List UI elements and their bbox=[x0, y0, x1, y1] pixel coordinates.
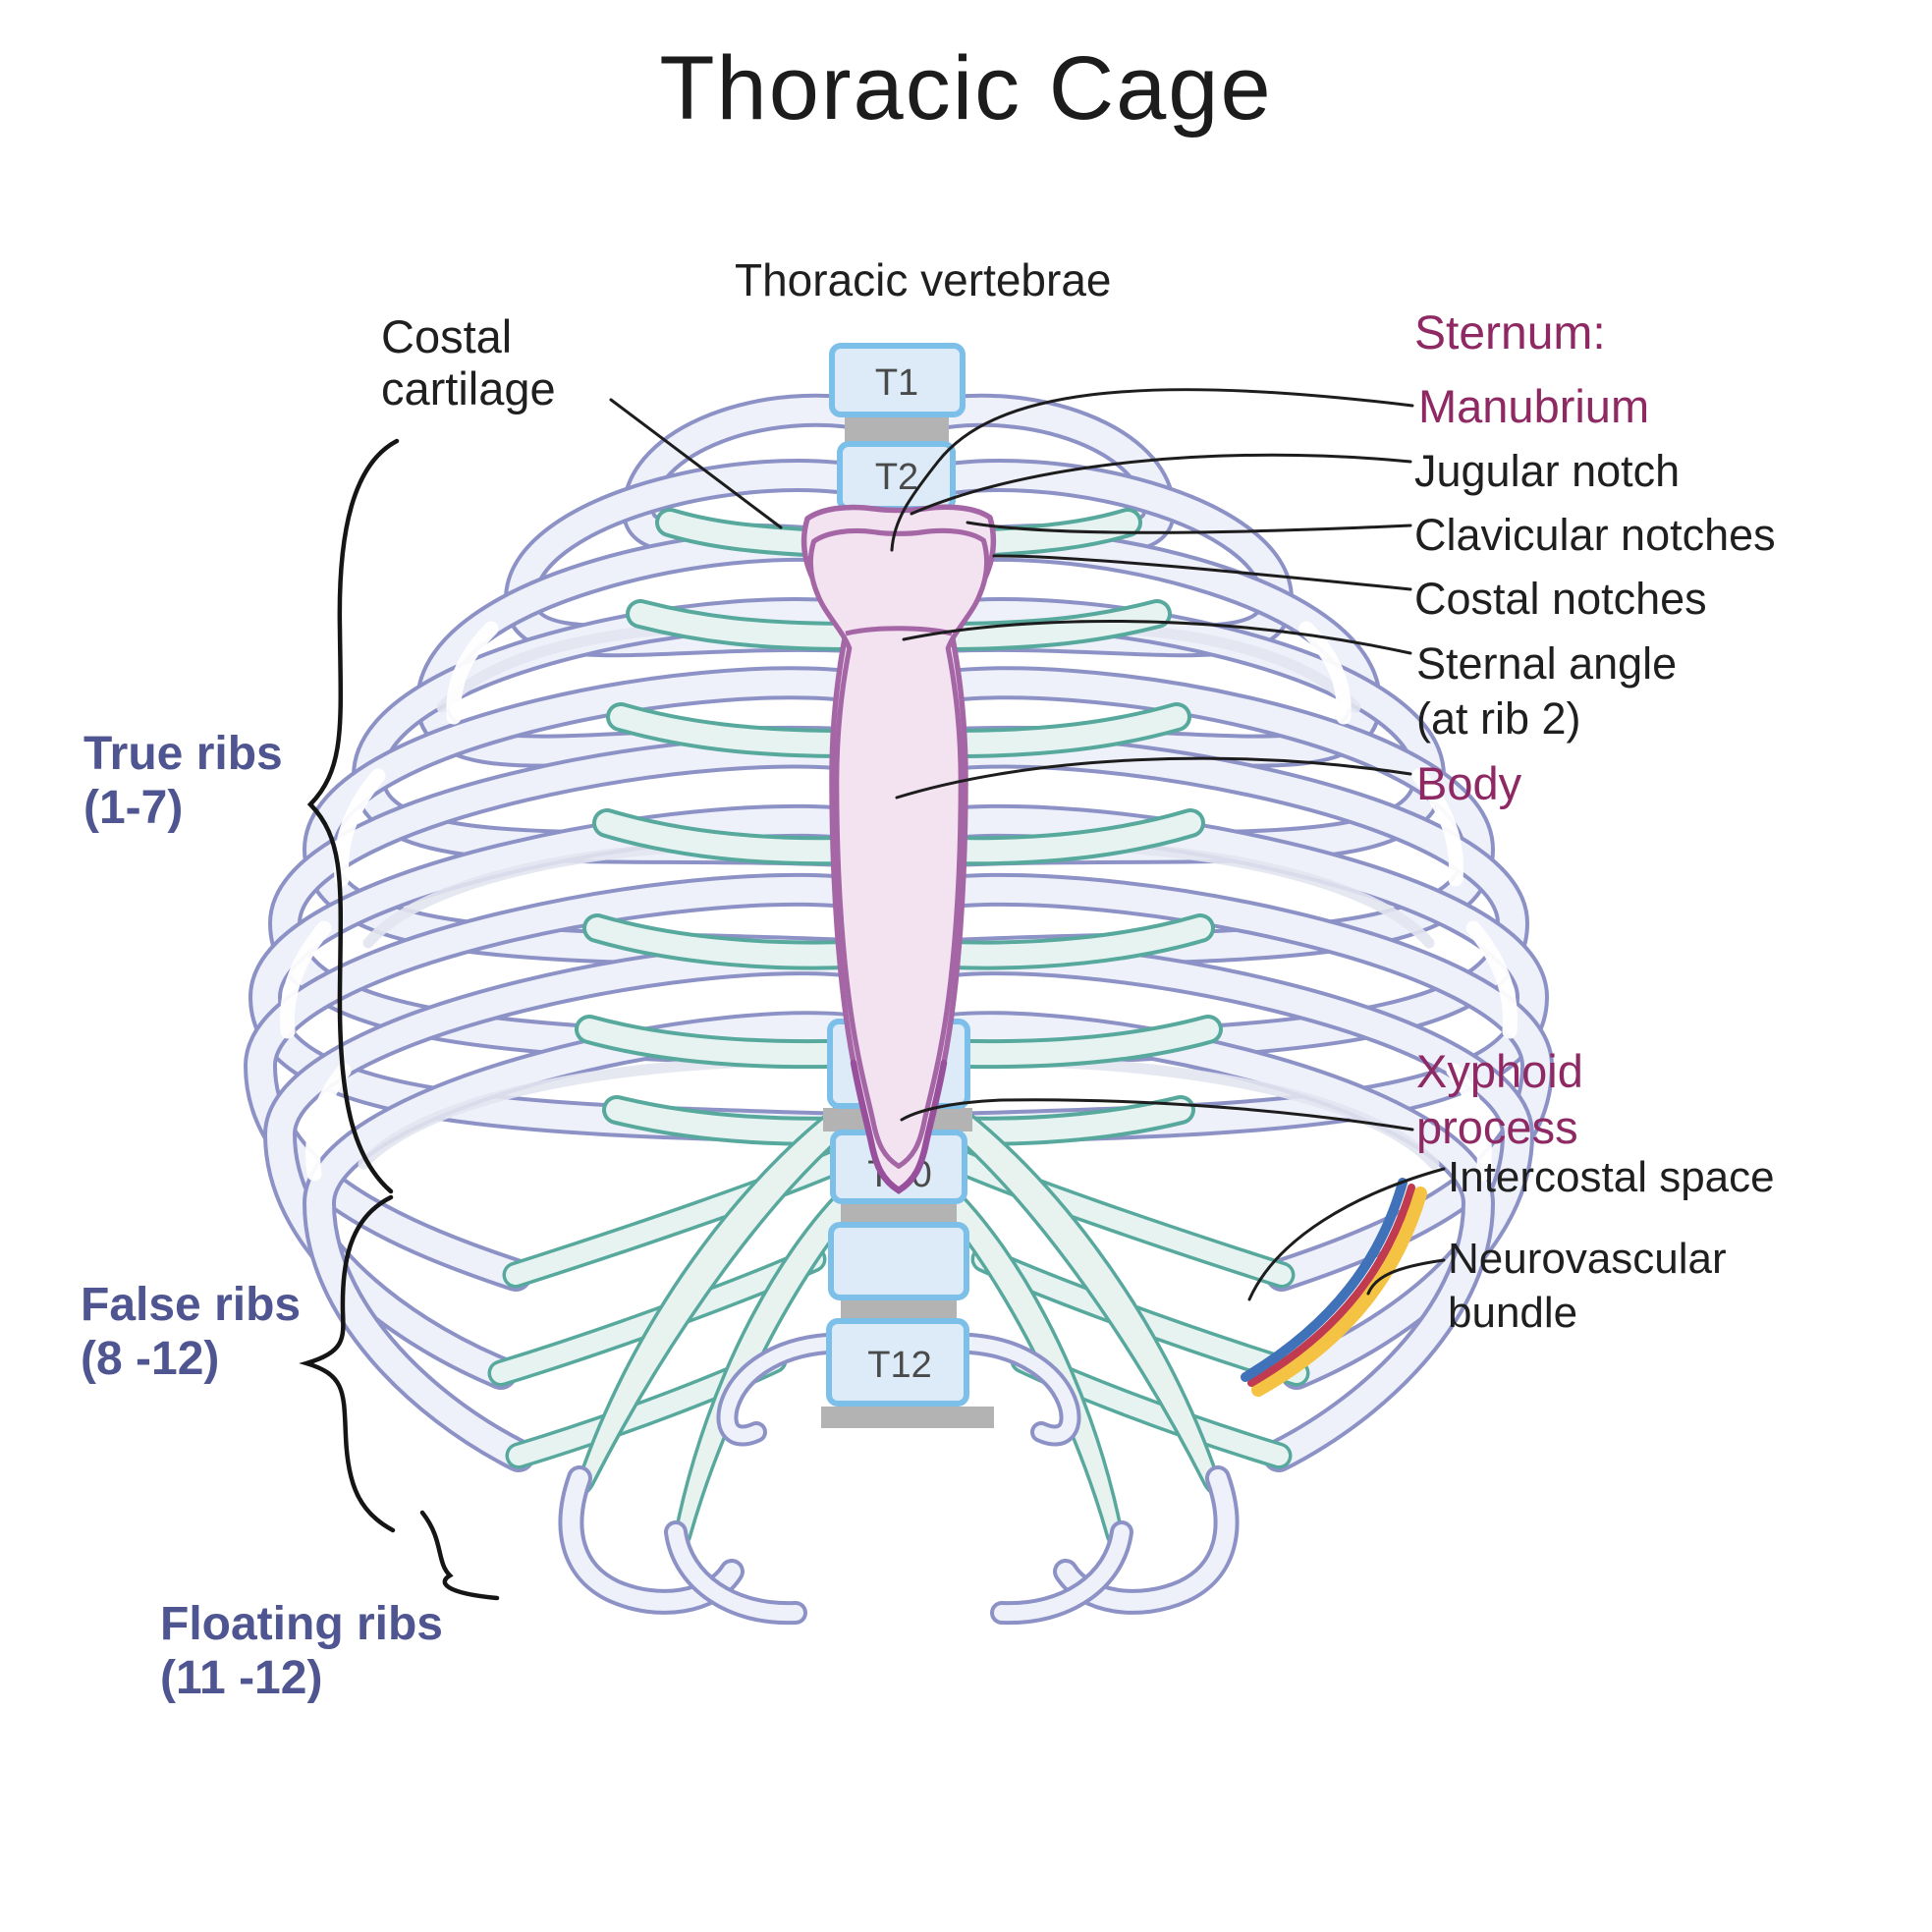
sternum-heading: Sternum: bbox=[1414, 307, 1606, 359]
grouping-braces bbox=[299, 438, 500, 1601]
thoracic-vertebrae-label: Thoracic vertebrae bbox=[735, 254, 1112, 305]
sternum bbox=[800, 504, 997, 1194]
neurovascular-line1: Neurovascular bbox=[1448, 1235, 1727, 1283]
sternal-angle-line2: (at rib 2) bbox=[1416, 693, 1581, 744]
intercostal-space-label: Intercostal space bbox=[1448, 1153, 1775, 1201]
vertebra-t1-label: T1 bbox=[875, 362, 918, 404]
artery-red-stripe bbox=[1247, 1184, 1415, 1387]
manubrium-label: Manubrium bbox=[1418, 380, 1650, 432]
true-ribs-label: True ribs (1-7) bbox=[83, 727, 283, 835]
vertebra-t2-label: T2 bbox=[875, 457, 918, 498]
vertebra-t12 bbox=[826, 1318, 969, 1407]
jugular-notch-label: Jugular notch bbox=[1414, 446, 1681, 496]
false-ribs-line2: (8 -12) bbox=[81, 1333, 220, 1385]
xiphoid-outline bbox=[850, 1059, 948, 1194]
costal-cartilage-line2: cartilage bbox=[381, 362, 556, 414]
false-ribs-brace bbox=[299, 1194, 396, 1533]
intervertebral-disc bbox=[841, 1300, 957, 1319]
vertebra-t12-label: T12 bbox=[867, 1345, 931, 1386]
vertebra-t1 bbox=[829, 343, 966, 417]
vein-yellow-stripe bbox=[1251, 1187, 1427, 1397]
intervertebral-disc bbox=[845, 416, 949, 442]
intervertebral-disc bbox=[841, 1204, 957, 1223]
sternal-angle-leader bbox=[902, 620, 1412, 655]
lower-rib-hooks bbox=[960, 1333, 1240, 1626]
xyphoid-process-label: Xyphoid process bbox=[1416, 1043, 1583, 1155]
neurovascular-line2: bundle bbox=[1448, 1289, 1578, 1337]
costal-notches-leader bbox=[992, 554, 1412, 591]
costal-cartilage-label: Costal cartilage bbox=[381, 310, 556, 414]
manubrium-leader bbox=[890, 388, 1414, 552]
true-ribs-line1: True ribs bbox=[83, 728, 283, 780]
false-ribs-line1: False ribs bbox=[81, 1279, 302, 1331]
true-ribs-brace bbox=[306, 438, 400, 1194]
neurovascular-bundle-label: Neurovascular bundle bbox=[1448, 1232, 1727, 1340]
neurovascular-bundle-stripes bbox=[1241, 1178, 1427, 1397]
costal-cartilage-line1: Costal bbox=[381, 310, 513, 362]
false-ribs-label: False ribs (8 -12) bbox=[81, 1278, 301, 1386]
rib-cage-left-half bbox=[260, 411, 879, 1613]
body-label: Body bbox=[1416, 757, 1522, 809]
nerve-blue-stripe bbox=[1241, 1178, 1408, 1382]
xyphoid-leader bbox=[900, 1098, 1414, 1132]
rib-highlights bbox=[1298, 621, 1518, 1182]
costal-cartilage-leader bbox=[609, 398, 783, 529]
xyphoid-line2: process bbox=[1416, 1101, 1578, 1153]
clavicular-notches-label: Clavicular notches bbox=[1414, 510, 1776, 560]
body-leader bbox=[895, 756, 1412, 800]
costal-notches-label: Costal notches bbox=[1414, 574, 1707, 624]
page-title: Thoracic Cage bbox=[659, 38, 1273, 138]
vertebra bbox=[828, 1222, 969, 1300]
floating-ribs-line1: Floating ribs bbox=[160, 1598, 443, 1650]
true-ribs-line2: (1-7) bbox=[83, 782, 184, 834]
clavicular-notches-leader bbox=[966, 521, 1412, 534]
sternal-angle-label: Sternal angle (at rib 2) bbox=[1416, 636, 1677, 746]
neurovascular-leader bbox=[1366, 1258, 1446, 1296]
intervertebral-disc bbox=[821, 1407, 994, 1428]
floating-ribs-label: Floating ribs (11 -12) bbox=[160, 1597, 443, 1705]
floating-ribs-line2: (11 -12) bbox=[160, 1652, 323, 1704]
intercostal-space-leader bbox=[1247, 1167, 1446, 1301]
leader-lines bbox=[609, 388, 1446, 1301]
floating-ribs-brace bbox=[419, 1510, 500, 1601]
sternal-angle-line1: Sternal angle bbox=[1416, 638, 1678, 689]
jugular-notch-leader bbox=[910, 453, 1412, 516]
xyphoid-line1: Xyphoid bbox=[1416, 1045, 1583, 1097]
